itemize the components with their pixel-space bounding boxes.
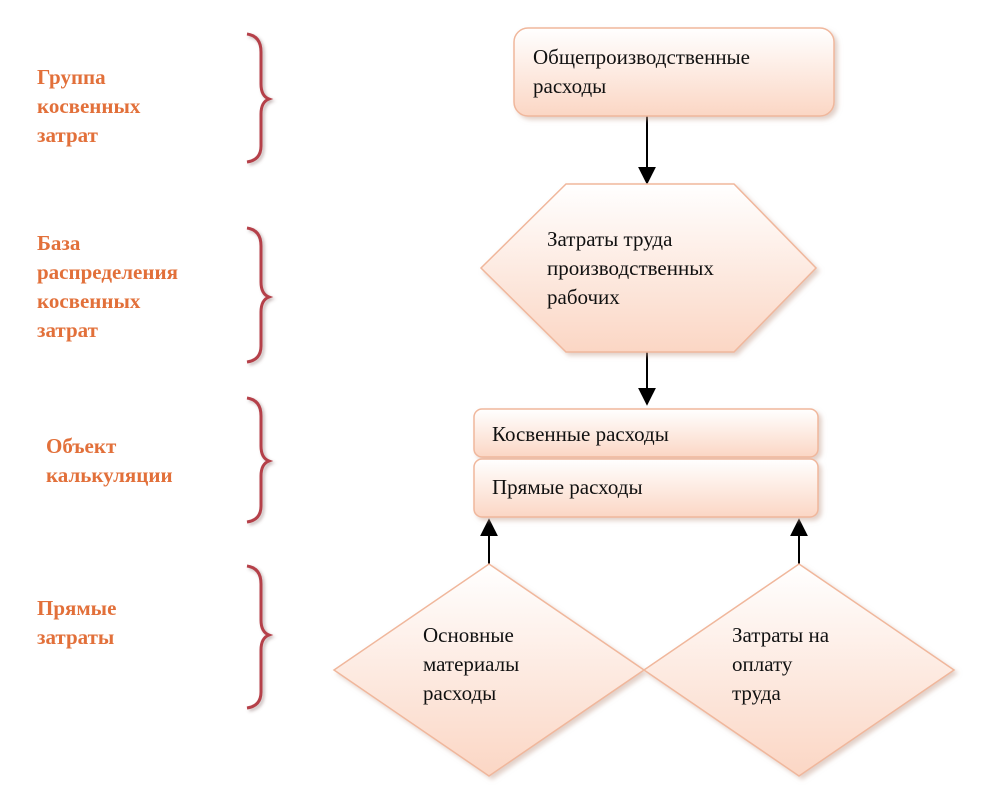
label-costing-object: Объект калькуляции: [46, 434, 173, 487]
wages-diamond: [642, 563, 956, 777]
label-indirect-cost-group: Группа косвенных затрат: [37, 65, 141, 147]
overhead-box: [513, 27, 835, 117]
materials-text: Основные материалы расходы: [423, 623, 520, 705]
indirect-costs-text: Косвенные расходы: [492, 422, 669, 446]
direct-costs-text: Прямые расходы: [492, 475, 643, 499]
wages-text: Затраты на оплату труда: [732, 623, 830, 705]
brace-3: [246, 396, 274, 524]
brace-1: [246, 32, 274, 164]
label-allocation-base: База распределения косвенных затрат: [37, 231, 178, 342]
brace-2: [246, 226, 274, 364]
brace-4: [246, 564, 274, 710]
indirect-costs-bar: [473, 408, 819, 458]
labor-base-hexagon: [479, 183, 818, 353]
overhead-text: Общепроизводственные расходы: [533, 45, 750, 98]
direct-costs-bar: [473, 458, 819, 518]
label-direct-costs: Прямые затраты: [37, 596, 117, 649]
materials-diamond: [332, 563, 646, 777]
labor-base-text: Затраты труда производственных рабочих: [547, 227, 714, 309]
